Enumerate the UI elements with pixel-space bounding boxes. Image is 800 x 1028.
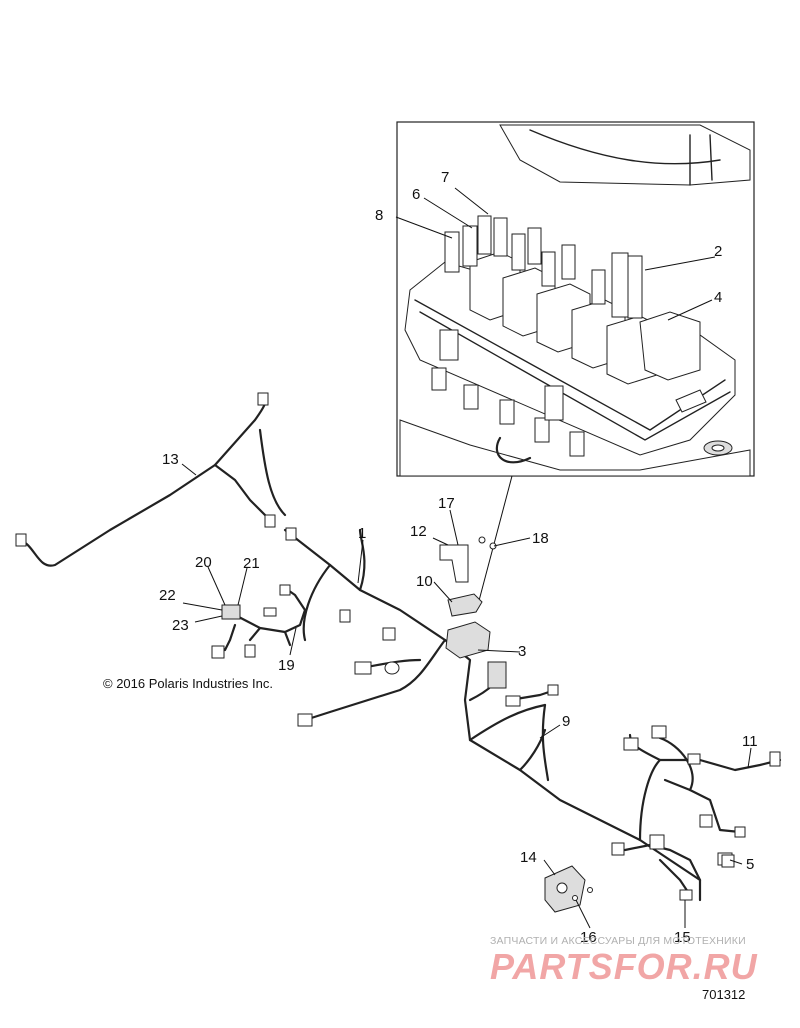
callout-3: 3 (518, 643, 526, 660)
callout-18: 18 (532, 530, 549, 547)
callout-13: 13 (162, 451, 179, 468)
callout-9: 9 (562, 713, 570, 730)
callout-15: 15 (674, 929, 691, 946)
callout-5: 5 (746, 856, 754, 873)
callout-11: 11 (742, 733, 758, 750)
callout-6: 6 (412, 186, 420, 203)
relay-box-detail-inset (396, 121, 755, 477)
callout-8: 8 (375, 207, 383, 224)
callout-numbers: 1 2 3 4 5 6 7 8 9 10 11 12 13 14 15 16 1… (159, 169, 758, 946)
callout-1: 1 (358, 525, 366, 542)
callout-20: 20 (195, 554, 212, 571)
relay-row (469, 251, 701, 385)
diagram-number: 701312 (702, 987, 746, 1002)
callout-23: 23 (172, 617, 189, 634)
copyright-notice: © 2016 Polaris Industries Inc. (103, 676, 273, 691)
callout-10: 10 (416, 573, 433, 590)
callout-2: 2 (714, 243, 722, 260)
callout-4: 4 (714, 289, 722, 306)
callout-21: 21 (243, 555, 260, 572)
watermark-brand: PARTSFOR.RU (490, 946, 758, 987)
callout-19: 19 (278, 657, 295, 674)
callout-16: 16 (580, 929, 597, 946)
leader-lines (181, 187, 752, 929)
callout-12: 12 (410, 523, 427, 540)
callout-22: 22 (159, 587, 176, 604)
watermark-subtitle: ЗАПЧАСТИ И АКСЕССУАРЫ ДЛЯ МОТОТЕХНИКИ (490, 935, 746, 947)
harness-connectors (15, 392, 781, 913)
callout-17: 17 (438, 495, 455, 512)
fuse-row (444, 215, 643, 319)
callout-7: 7 (441, 169, 449, 186)
callout-14: 14 (520, 849, 537, 866)
tray-clips (431, 329, 707, 457)
